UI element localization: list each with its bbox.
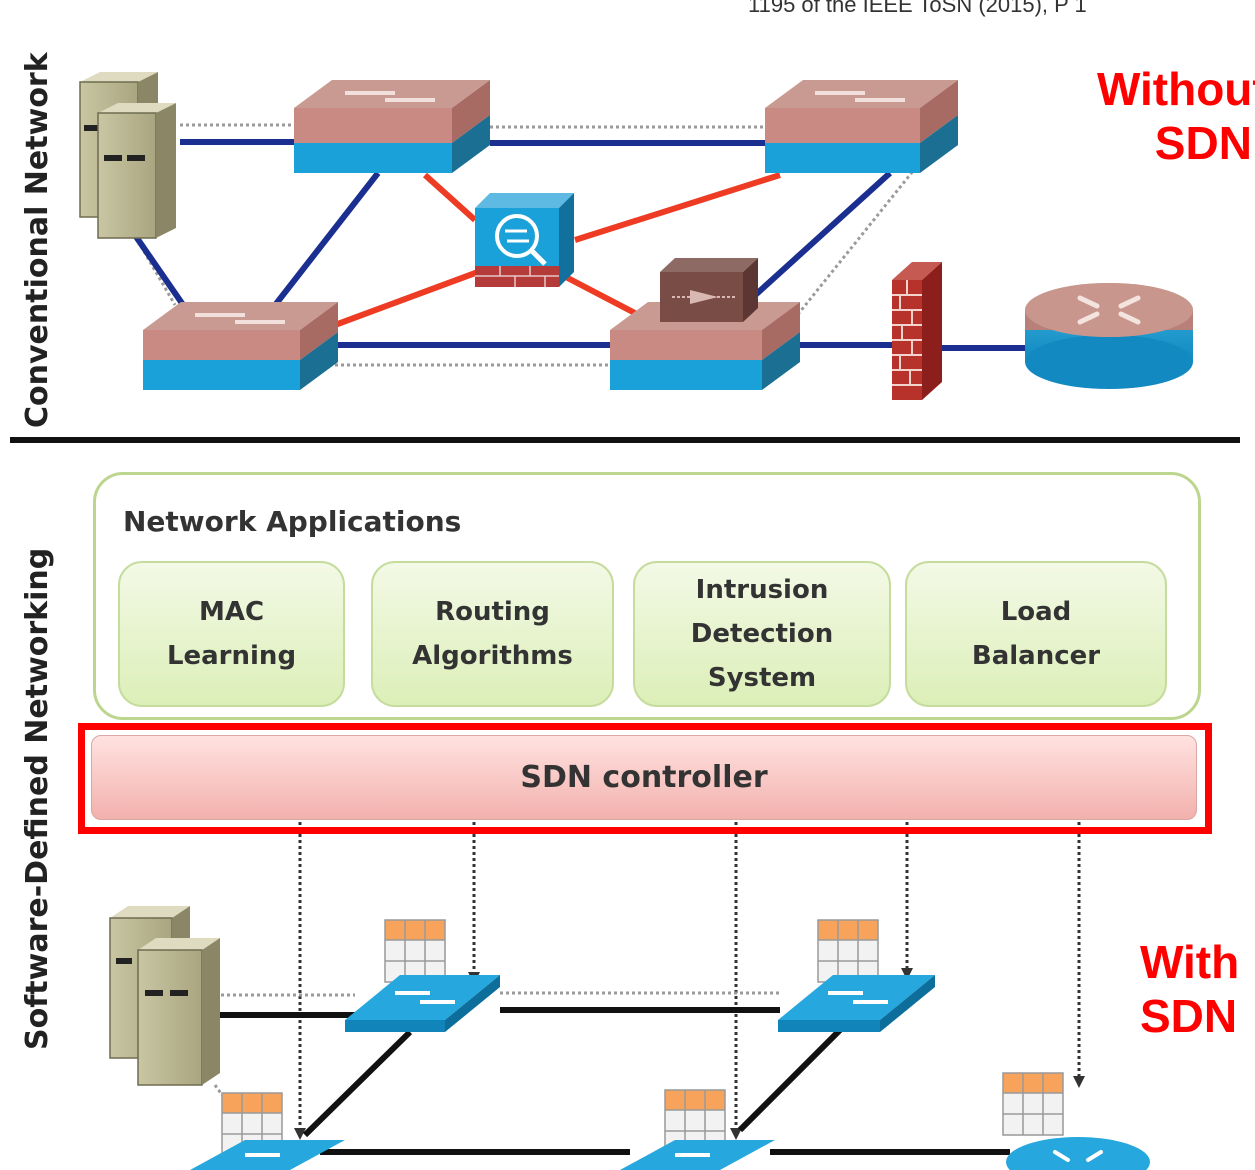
app-routing-algorithms: Routing Algorithms	[371, 561, 614, 707]
with-label-line1: With	[1140, 936, 1240, 988]
switch-top-right	[765, 80, 958, 173]
with-sdn-label: With SDN	[1140, 935, 1239, 1043]
app-intrusion-detection: Intrusion Detection System	[633, 561, 891, 707]
network-applications-title: Network Applications	[123, 505, 462, 538]
sdn-switch-2	[778, 975, 935, 1032]
sdn-controller-highlight	[78, 723, 1212, 834]
control-channels	[298, 822, 1081, 1130]
flow-table-2	[817, 919, 879, 983]
servers-top	[79, 72, 176, 239]
blue-links-top	[125, 139, 1028, 351]
brick-wall-firewall	[892, 262, 942, 400]
switch-top-left	[294, 80, 490, 173]
sdn-controller-box: SDN controller	[91, 735, 1197, 820]
firewall-device	[475, 193, 574, 287]
data-links-bottom	[215, 1007, 1010, 1155]
app-mac-learning: MAC Learning	[118, 561, 345, 707]
router-top	[1025, 283, 1193, 389]
without-label-line1: Without	[1097, 63, 1255, 115]
servers-bottom	[109, 906, 220, 1086]
flow-table-1	[384, 919, 446, 983]
citation-text: 1195 of the IEEE ToSN (2015), P 1	[748, 0, 1087, 17]
sdn-switch-1	[345, 975, 500, 1032]
sdn-side-label: Software-Defined Networking	[20, 547, 55, 1050]
conventional-network-label: Conventional Network	[20, 52, 55, 428]
sdn-switch-4	[620, 1140, 775, 1170]
app-load-balancer: Load Balancer	[905, 561, 1167, 707]
sdn-switch-3	[190, 1140, 345, 1170]
sdn-router	[1006, 1137, 1150, 1170]
dotted-links-bottom	[213, 991, 780, 1121]
load-balancer-appliance	[660, 258, 758, 322]
flow-table-5	[1002, 1072, 1064, 1136]
with-label-line2: SDN	[1140, 990, 1238, 1042]
without-sdn-label: Without SDN	[1097, 62, 1255, 170]
switch-bottom-left	[143, 302, 338, 390]
without-label-line2: SDN	[1154, 117, 1252, 169]
